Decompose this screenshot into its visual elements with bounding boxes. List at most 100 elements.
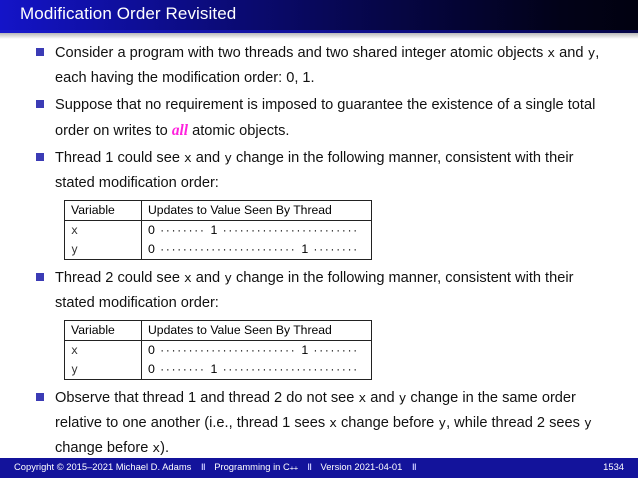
col-header-updates: Updates to Value Seen By Thread (141, 320, 372, 341)
sequence-value: 0 (148, 343, 156, 357)
sequence-value: 0 (148, 242, 156, 256)
bullet-square-icon (36, 153, 44, 161)
footer-version: Version 2021-04-01 (320, 461, 403, 472)
bullet-thread-2: Thread 2 could see x and y change in the… (0, 266, 638, 316)
footer-copyright: Copyright © 2015–2021 Michael D. Adams (14, 461, 192, 472)
slide-footer: Copyright © 2015–2021 Michael D. Adams ‖… (0, 458, 638, 478)
variable-label: y (71, 242, 78, 256)
table-row: x 0 ········ 1 ························ (64, 220, 372, 241)
dot-run: ········ (155, 223, 211, 237)
inline-code: x (152, 441, 161, 456)
cell-variable-name: x (64, 340, 142, 360)
text-run: and (191, 150, 225, 166)
text-run: and (191, 270, 225, 286)
footer-separator-icon: ‖ (307, 461, 312, 472)
cell-variable-name: y (64, 240, 142, 260)
text-run: Consider a program with two threads and … (55, 45, 548, 61)
bullet-thread-1: Thread 1 could see x and y change in the… (0, 146, 638, 196)
slide-body: Consider a program with two threads and … (0, 41, 638, 463)
inline-code: y (587, 46, 596, 61)
text-run: atomic objects. (188, 123, 290, 139)
cell-variable-name: y (64, 360, 142, 380)
sequence-value: 1 (210, 223, 218, 237)
bullet-consider-program-text: Consider a program with two threads and … (55, 41, 610, 91)
bullet-observe-text: Observe that thread 1 and thread 2 do no… (55, 386, 610, 461)
col-header-variable: Variable (64, 320, 142, 341)
footer-course: Programming in C++ (214, 461, 298, 473)
table-row: y 0 ························ 1 ········ (64, 240, 372, 260)
text-run: Observe that thread 1 and thread 2 do no… (55, 390, 359, 406)
cell-update-sequence: 0 ········ 1 ························ (142, 221, 372, 241)
variable-label: x (71, 343, 78, 357)
update-sequence: 0 ········ 1 ························ (148, 223, 359, 237)
slide-title-bar: Modification Order Revisited (0, 0, 638, 30)
dot-run: ························ (155, 242, 302, 256)
bullet-observe: Observe that thread 1 and thread 2 do no… (0, 386, 638, 461)
dot-run: ········ (308, 343, 359, 357)
text-run: Thread 1 could see (55, 150, 184, 166)
inline-code: x (184, 151, 192, 166)
dot-run: ········ (308, 242, 359, 256)
col-header-variable: Variable (64, 200, 142, 221)
table-row: x 0 ························ 1 ········ (64, 340, 372, 361)
footer-separator-icon: ‖ (200, 461, 206, 472)
inline-code: x (184, 271, 192, 286)
sequence-value: 0 (148, 223, 156, 237)
cell-update-sequence: 0 ········ 1 ························ (142, 360, 372, 380)
emphasis-text: all (171, 122, 189, 139)
cell-variable-name: x (64, 220, 142, 240)
text-run: , each having the modification order: 0,… (55, 45, 600, 86)
cell-update-sequence: 0 ························ 1 ········ (142, 240, 372, 260)
inline-code: x (547, 46, 556, 61)
text-run: and (555, 45, 588, 61)
sequence-value: 1 (301, 343, 309, 357)
text-run: and (366, 390, 399, 406)
bullet-square-icon (36, 273, 44, 281)
cell-update-sequence: 0 ························ 1 ········ (142, 341, 372, 361)
text-run: Thread 2 could see (55, 270, 184, 286)
update-sequence: 0 ························ 1 ········ (148, 242, 359, 256)
bullet-square-icon (36, 100, 44, 108)
update-sequence: 0 ························ 1 ········ (148, 343, 359, 357)
inline-code: x (329, 416, 337, 431)
footer-page-number: 1534 (603, 461, 624, 472)
bullet-thread-1-text: Thread 1 could see x and y change in the… (55, 146, 610, 196)
text-run: change before (336, 415, 439, 431)
inline-code: y (438, 416, 447, 431)
dot-run: ························ (217, 223, 359, 237)
title-underline-rule (0, 30, 638, 33)
text-run: ). (160, 440, 170, 456)
footer-course-plusplus: ++ (289, 463, 298, 473)
title-drop-shadow (0, 33, 638, 39)
sequence-value: 1 (301, 242, 309, 256)
inline-code: y (584, 416, 592, 431)
update-sequence: 0 ········ 1 ························ (148, 362, 359, 376)
text-run: change in the following manner, consiste… (55, 270, 574, 311)
table-row: y 0 ········ 1 ························ (64, 360, 372, 380)
dot-run: ························ (217, 362, 359, 376)
bullet-thread-2-text: Thread 2 could see x and y change in the… (55, 266, 610, 316)
dot-run: ························ (155, 343, 302, 357)
inline-code: y (398, 391, 407, 406)
inline-code: x (358, 391, 367, 406)
inline-code: y (224, 151, 232, 166)
text-run: Suppose that no requirement is imposed t… (55, 97, 596, 139)
dot-run: ········ (155, 362, 211, 376)
text-run: change in the following manner, consiste… (55, 150, 574, 191)
inline-code: y (224, 271, 232, 286)
text-run: , while thread 2 sees (446, 415, 584, 431)
bullet-no-requirement-text: Suppose that no requirement is imposed t… (55, 93, 610, 144)
bullet-no-requirement: Suppose that no requirement is imposed t… (0, 93, 638, 144)
page-title: Modification Order Revisited (20, 4, 237, 23)
bullet-square-icon (36, 48, 44, 56)
sequence-value: 0 (148, 362, 156, 376)
variable-label: x (71, 223, 78, 237)
footer-separator-icon: ‖ (411, 461, 417, 472)
col-header-updates: Updates to Value Seen By Thread (141, 200, 372, 221)
